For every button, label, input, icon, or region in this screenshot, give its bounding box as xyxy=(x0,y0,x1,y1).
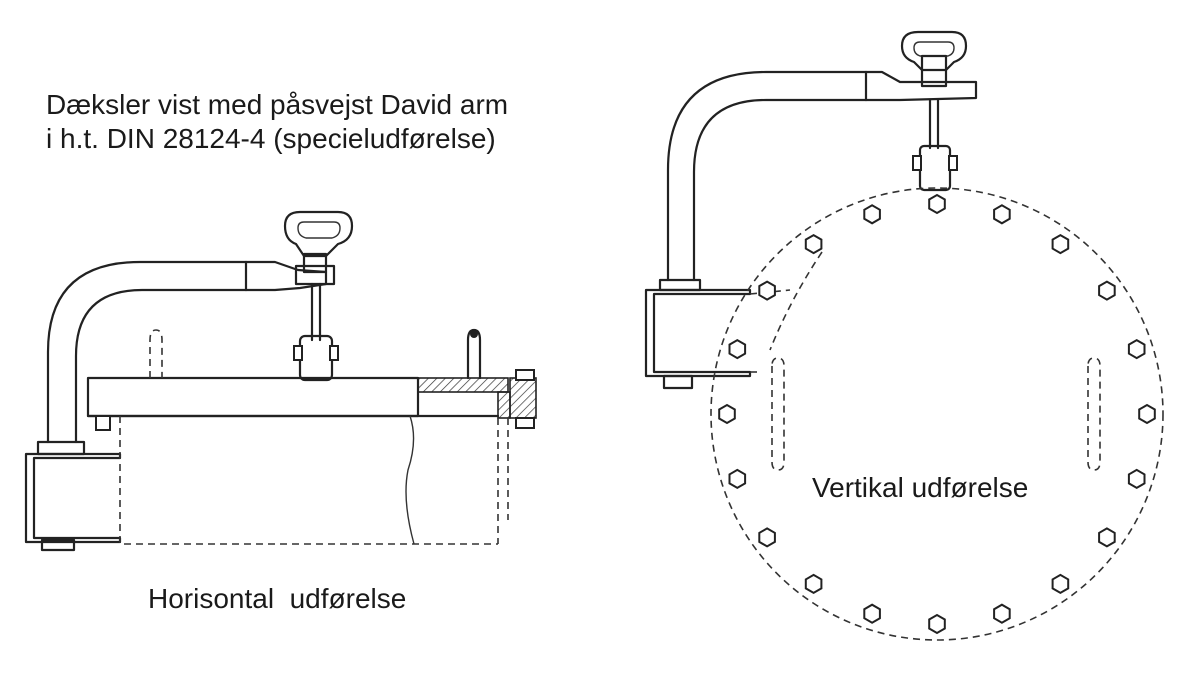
bolt-hex xyxy=(1127,338,1146,360)
title-line-2: i h.t. DIN 28124-4 (specieludførelse) xyxy=(46,123,496,154)
bolt-hex xyxy=(804,573,823,595)
flange-bolts xyxy=(95,369,535,431)
bolt-hex xyxy=(1138,403,1156,425)
davit-arm-vertical xyxy=(666,70,978,282)
bolt-hex xyxy=(863,204,881,225)
bolt-hex xyxy=(993,603,1011,624)
hinge-bracket xyxy=(24,440,122,552)
lifting-eye-vertical xyxy=(900,30,968,192)
bolt-hex xyxy=(928,193,946,215)
bolt-hex xyxy=(1127,468,1146,490)
nozzle-body xyxy=(119,415,509,545)
bolt-hex xyxy=(728,338,747,360)
bolt-hex xyxy=(718,403,736,425)
bolt-hex xyxy=(1098,527,1116,548)
cover-plate xyxy=(86,376,537,419)
hinge-bracket-vertical xyxy=(644,278,791,390)
bolt-hex xyxy=(993,204,1011,225)
bolt-hex xyxy=(1051,233,1070,255)
horizontal-caption: Horisontal udførelse xyxy=(148,583,407,614)
bolt-hex xyxy=(928,613,946,635)
bolt-hex xyxy=(1098,280,1116,301)
title-line-1: Dæksler vist med påsvejst David arm xyxy=(46,89,509,120)
vertical-caption: Vertikal udførelse xyxy=(812,472,1029,503)
bolt-hex xyxy=(758,527,776,548)
cover-handles xyxy=(771,357,1101,471)
bolt-circle xyxy=(710,187,1164,641)
vertical-view xyxy=(644,30,1164,641)
davit-arm xyxy=(46,260,328,444)
bolt-hex xyxy=(758,280,776,301)
bolt-hex xyxy=(804,233,823,255)
drawing-title: Dæksler vist med påsvejst David arm i h.… xyxy=(46,88,508,156)
bolt-hex xyxy=(1051,573,1070,595)
horizontal-view xyxy=(24,210,537,552)
bolt-hex xyxy=(863,603,881,624)
bolt-hex xyxy=(728,468,747,490)
bolt-ring xyxy=(718,193,1156,635)
lifting-eye xyxy=(283,210,354,382)
cover-studs xyxy=(149,328,482,380)
